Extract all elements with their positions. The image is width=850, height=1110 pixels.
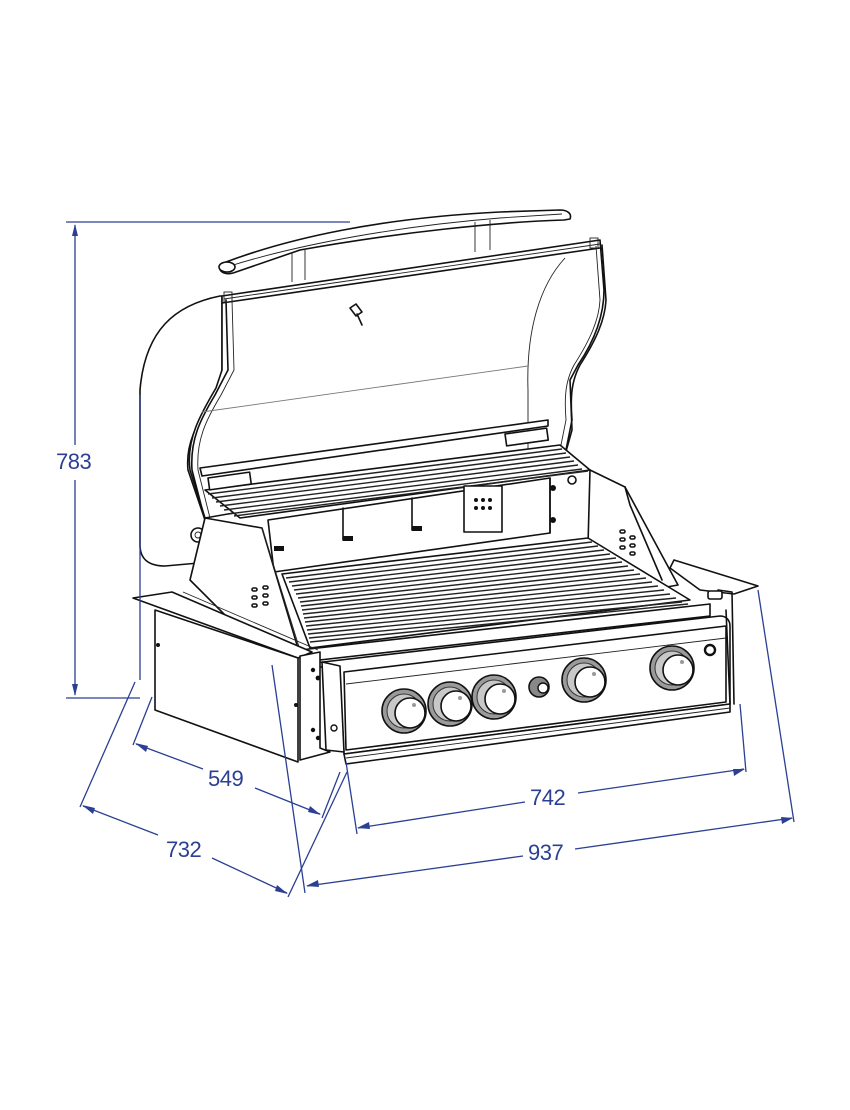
burner-knob-2 <box>427 681 473 727</box>
dimension-depth-outer: 732 <box>163 839 205 861</box>
lid <box>139 237 607 567</box>
lid-handle <box>218 209 572 282</box>
firebox-back <box>267 475 577 573</box>
warming-rack <box>199 419 591 519</box>
light-indicator-icon <box>703 643 717 657</box>
igniter-button <box>528 676 550 698</box>
burner-knob-1 <box>381 688 427 734</box>
burner-knob-5 <box>649 645 695 691</box>
dimension-lines <box>66 221 795 898</box>
thermometer-icon <box>349 303 363 326</box>
dimension-width-inner: 742 <box>527 787 569 809</box>
dimension-height: 783 <box>53 451 95 473</box>
dimension-depth-inner: 549 <box>205 768 247 790</box>
insulating-jacket <box>132 559 759 763</box>
dimension-width-outer: 937 <box>525 842 567 864</box>
burner-knob-4 <box>561 657 607 703</box>
burner-knob-3 <box>471 674 517 720</box>
cooking-grates <box>281 537 711 663</box>
